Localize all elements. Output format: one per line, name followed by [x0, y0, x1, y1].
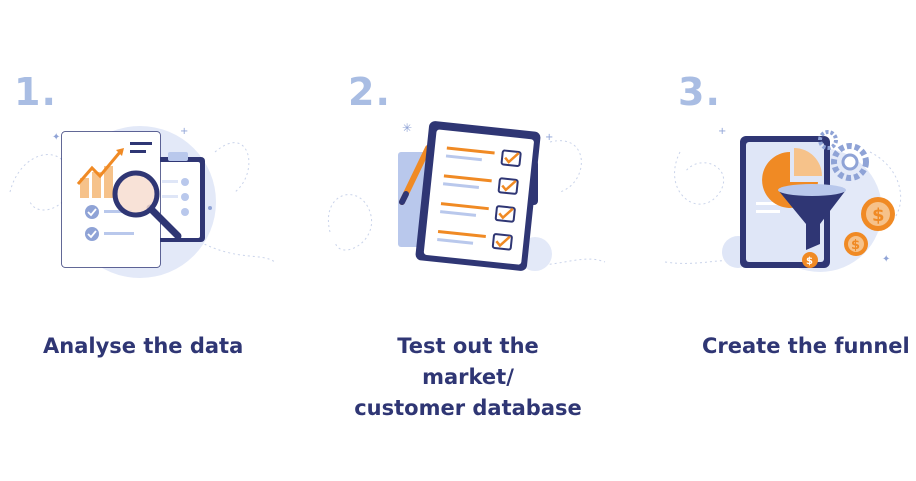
checklist-clipboard-icon: ✳ +	[327, 121, 606, 271]
svg-text:✳: ✳	[402, 121, 412, 135]
step-number: 1.	[14, 70, 57, 114]
step-2: 2. ✳ +	[310, 0, 610, 481]
sales-funnel-coins-icon: + ✦ $ $	[664, 126, 902, 272]
svg-text:+: +	[718, 126, 726, 137]
analysis-report-magnifier-icon: + ✦	[9, 126, 276, 278]
step-label: Analyse the data	[43, 334, 244, 358]
svg-text:✦: ✦	[52, 132, 60, 143]
svg-text:$: $	[851, 238, 860, 253]
step-label: Test out the market/ customer database	[354, 334, 582, 420]
svg-text:$: $	[872, 205, 885, 226]
svg-text:✦: ✦	[882, 254, 890, 265]
step-1: 1. + ✦	[0, 0, 300, 481]
step-label: Create the funnel	[702, 334, 910, 358]
svg-text:+: +	[180, 126, 188, 137]
step-number: 3.	[678, 70, 721, 114]
step-3: 3. + ✦	[620, 0, 916, 481]
svg-text:$: $	[806, 256, 813, 267]
step-number: 2.	[348, 70, 391, 114]
svg-text:+: +	[545, 132, 553, 143]
